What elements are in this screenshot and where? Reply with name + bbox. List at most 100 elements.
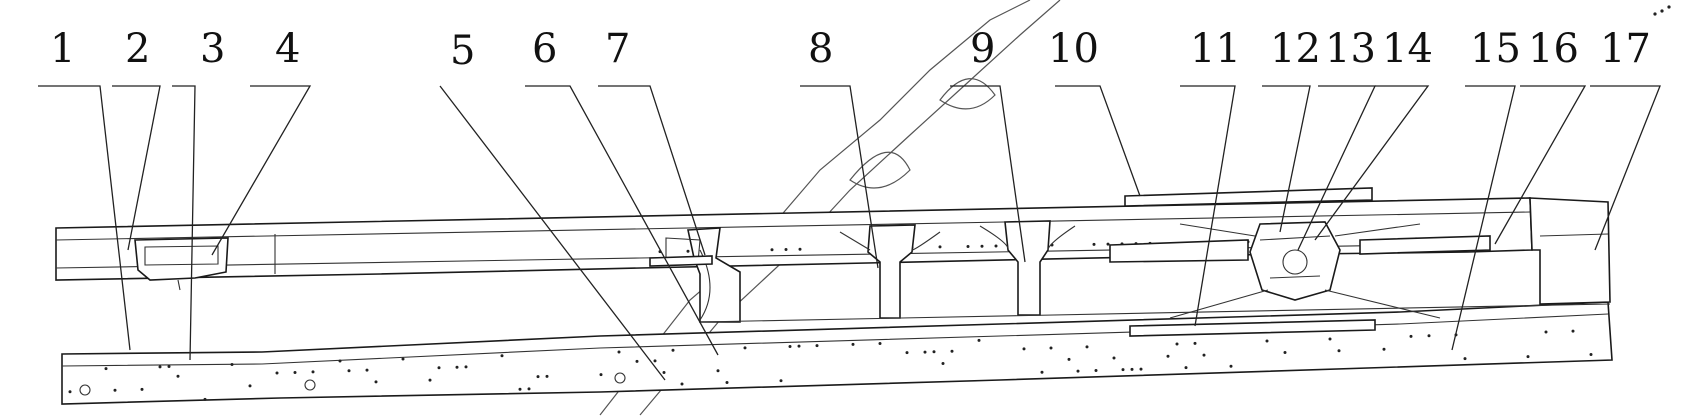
rivet-hole — [1265, 339, 1269, 343]
front-bracket — [134, 237, 229, 291]
lower-rail — [61, 301, 1613, 405]
rivet-hole — [1040, 370, 1044, 374]
label-6: 6 — [532, 26, 557, 72]
rivet-hole — [923, 350, 927, 354]
rivet-hole — [1328, 337, 1332, 341]
rivet-hole — [158, 365, 162, 369]
rivet-hole — [725, 380, 729, 384]
rivet-hole — [167, 365, 171, 369]
rivet-hole — [1526, 355, 1530, 359]
rivet-hole — [401, 357, 405, 361]
rivet-hole — [770, 248, 774, 252]
rivet-hole — [1202, 353, 1206, 357]
rivet-hole — [1589, 353, 1593, 357]
rivet-hole — [1022, 347, 1026, 351]
rivet-hole — [653, 359, 657, 363]
rivet-hole — [966, 244, 970, 248]
label-4: 4 — [275, 26, 300, 72]
label-7: 7 — [605, 26, 630, 72]
rivet-hole — [1463, 357, 1467, 361]
rivet-hole — [680, 382, 684, 386]
rivet-hole — [68, 390, 72, 394]
label-1: 1 — [50, 26, 75, 72]
rivet-hole — [464, 365, 468, 369]
label-2: 2 — [125, 26, 150, 72]
rivet-hole — [536, 375, 540, 379]
rivet-hole — [662, 371, 666, 375]
rivet-hole — [1094, 369, 1098, 373]
rivet-hole — [1049, 346, 1053, 350]
rivet-hole — [338, 359, 342, 363]
rivet-hole — [1337, 349, 1341, 353]
rivet-hole — [1544, 330, 1548, 334]
label-12: 12 — [1270, 26, 1321, 72]
rivet-hole — [686, 249, 690, 253]
rivet-hole — [977, 338, 981, 342]
leader-lines — [38, 85, 1661, 381]
rivet-hole — [500, 354, 504, 358]
rivet-hole — [932, 350, 936, 354]
rivet-hole — [365, 368, 369, 372]
rivet-hole — [671, 348, 675, 352]
rivet-hole — [1283, 350, 1287, 354]
rivet-hole — [311, 370, 315, 374]
rivet-hole — [140, 387, 144, 391]
rivet-hole — [1571, 329, 1575, 333]
rivet-hole — [374, 380, 378, 384]
rivet-hole — [437, 366, 441, 370]
part-labels: 1 2 3 4 5 6 7 8 9 10 11 12 13 14 15 16 1… — [50, 26, 1651, 74]
rivet-hole — [617, 350, 621, 354]
rivet-hole — [1229, 364, 1233, 368]
label-8: 8 — [808, 26, 833, 72]
rivet-hole — [104, 367, 108, 371]
rivet-hole — [950, 349, 954, 353]
rivet-hole — [905, 351, 909, 355]
rear-end-plate — [1529, 197, 1611, 305]
rivet-hole — [230, 363, 234, 367]
rivet-hole — [798, 247, 802, 251]
rivet-hole — [113, 388, 117, 392]
rivet-hole — [1112, 356, 1116, 360]
rivet-hole — [203, 397, 207, 401]
rivet-hole — [428, 378, 432, 382]
corner-mark — [1653, 5, 1671, 16]
rivet-hole — [176, 374, 180, 378]
label-3: 3 — [200, 26, 225, 72]
label-5: 5 — [450, 28, 475, 74]
cross-member-4 — [1249, 221, 1341, 301]
rivet-hole — [527, 387, 531, 391]
rivet-hole — [635, 359, 639, 363]
rivet-hole — [784, 248, 788, 252]
label-13: 13 — [1325, 26, 1376, 72]
rivet-hole — [1085, 345, 1089, 349]
rivet-hole — [1175, 342, 1179, 346]
rivet-hole — [455, 365, 459, 369]
rivet-hole — [743, 346, 747, 350]
rivet-hole — [1427, 334, 1431, 338]
rivet-hole — [797, 344, 801, 348]
label-16: 16 — [1528, 26, 1579, 72]
rivet-hole — [941, 362, 945, 366]
rivet-hole — [599, 373, 603, 377]
rivet-hole — [1184, 366, 1188, 370]
rivet-hole — [878, 342, 882, 346]
diagonal-braces — [699, 223, 1611, 323]
rivet-hole — [1130, 367, 1134, 371]
rivet-hole — [716, 369, 720, 373]
rivet-hole — [293, 370, 297, 374]
label-14: 14 — [1382, 26, 1433, 72]
label-11: 11 — [1190, 26, 1241, 72]
rivet-hole — [518, 387, 522, 391]
rivet-hole — [1106, 242, 1110, 246]
rivet-hole — [994, 244, 998, 248]
rivet-hole — [1121, 368, 1125, 372]
rivet-hole — [347, 369, 351, 373]
rivet-hole — [275, 371, 279, 375]
rivet-hole — [1076, 369, 1080, 373]
label-15: 15 — [1470, 26, 1521, 72]
rivet-hole — [545, 374, 549, 378]
rivet-hole — [248, 384, 252, 388]
label-17: 17 — [1600, 26, 1651, 72]
rivet-hole — [851, 342, 855, 346]
